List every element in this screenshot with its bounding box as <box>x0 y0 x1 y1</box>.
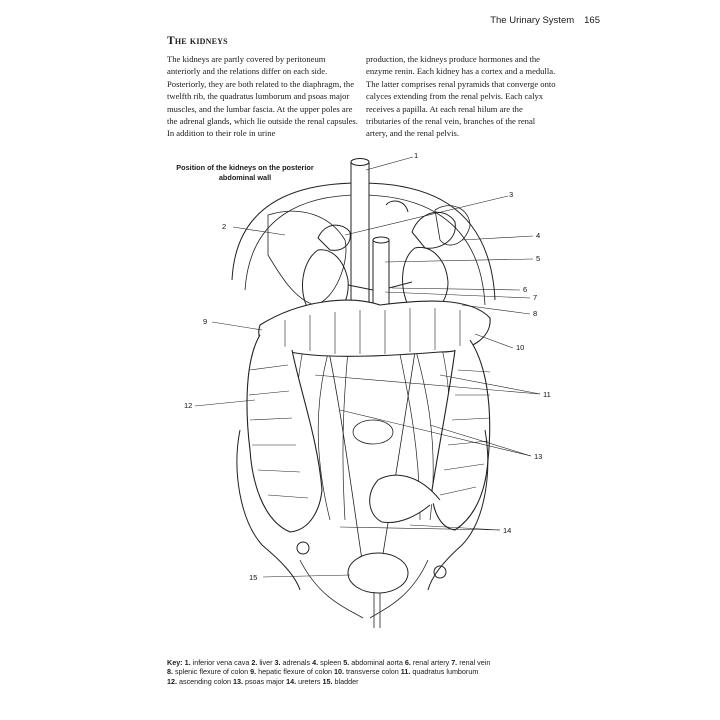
key-text-6: renal artery <box>412 658 450 667</box>
label-8: 8 <box>533 309 537 318</box>
ascending-colon <box>246 334 323 533</box>
key-num-1: 1. <box>184 658 191 667</box>
key-text-14: ureters <box>298 676 321 686</box>
key-num-12: 12. <box>167 676 177 686</box>
key-text-4: spleen <box>320 658 342 667</box>
left-adrenal <box>317 224 351 251</box>
label-2: 2 <box>222 222 226 231</box>
key-num-4: 4. <box>312 658 319 667</box>
figure-key: Key: 1. inferior vena cava 2. liver 3. a… <box>167 658 567 686</box>
label-11: 11 <box>543 390 551 399</box>
key-num-13: 13. <box>232 676 243 686</box>
body-column-1: The kidneys are partly covered by perito… <box>167 54 358 139</box>
label-3: 3 <box>509 190 513 199</box>
key-text-2: liver <box>259 658 273 667</box>
key-text-15: bladder <box>334 676 359 686</box>
vessel-loop <box>385 200 409 213</box>
key-num-5: 5. <box>343 658 350 667</box>
left-psoas <box>317 329 351 521</box>
key-text-1: inferior vena cava <box>192 658 250 667</box>
key-title: Key: <box>167 658 183 667</box>
page-number: 165 <box>584 15 600 26</box>
left-femur-head <box>296 541 310 555</box>
key-text-8: splenic flexure of colon <box>175 667 249 677</box>
descending-colon <box>431 339 491 531</box>
bladder <box>347 552 409 594</box>
sigmoid-colon <box>369 474 441 524</box>
key-text-7: renal vein <box>459 658 491 667</box>
label-4: 4 <box>536 231 540 240</box>
key-text-9: hepatic flexure of colon <box>258 667 333 677</box>
key-num-6: 6. <box>404 658 411 667</box>
urethra <box>373 593 381 628</box>
label-9: 9 <box>203 317 207 326</box>
inferior-vena-cava <box>350 161 370 313</box>
key-num-7: 7. <box>451 658 458 667</box>
renal-vessels <box>347 281 413 291</box>
key-num-11: 11. <box>400 667 411 677</box>
key-num-15: 15. <box>322 676 333 686</box>
key-text-3: adrenals <box>282 658 311 667</box>
label-14: 14 <box>503 526 511 535</box>
key-num-10: 10. <box>334 667 345 677</box>
pelvis-outline <box>236 429 489 591</box>
key-text-12: ascending colon <box>179 676 231 686</box>
label-12: 12 <box>184 401 192 410</box>
label-7: 7 <box>533 293 537 302</box>
section-title: The kidneys <box>167 35 228 47</box>
label-13: 13 <box>534 452 542 461</box>
label-6: 6 <box>523 285 527 294</box>
key-text-13: psoas major <box>244 676 285 686</box>
label-15: 15 <box>249 573 257 582</box>
label-1: 1 <box>414 151 418 160</box>
running-title: The Urinary System <box>490 15 575 26</box>
key-text-11: quadratus lumborum <box>412 667 479 677</box>
key-num-2: 2. <box>251 658 258 667</box>
right-femur-head <box>433 565 447 579</box>
body-column-2: production, the kidneys produce hormones… <box>366 54 556 139</box>
leader-lines <box>194 156 541 578</box>
key-text-5: abdominal aorta <box>351 658 403 667</box>
key-text-10: transverse colon <box>346 667 399 677</box>
figure-caption: Position of the kidneys on the posterior… <box>176 163 314 182</box>
key-num-9: 9. <box>250 667 257 677</box>
key-num-14: 14. <box>286 676 297 686</box>
label-10: 10 <box>516 343 524 352</box>
key-num-3: 3. <box>274 658 281 667</box>
right-adrenal <box>411 211 456 249</box>
transverse-colon <box>258 299 491 357</box>
label-5: 5 <box>536 254 540 263</box>
running-head: The Urinary System 165 <box>490 15 600 26</box>
key-num-8: 8. <box>167 667 173 677</box>
